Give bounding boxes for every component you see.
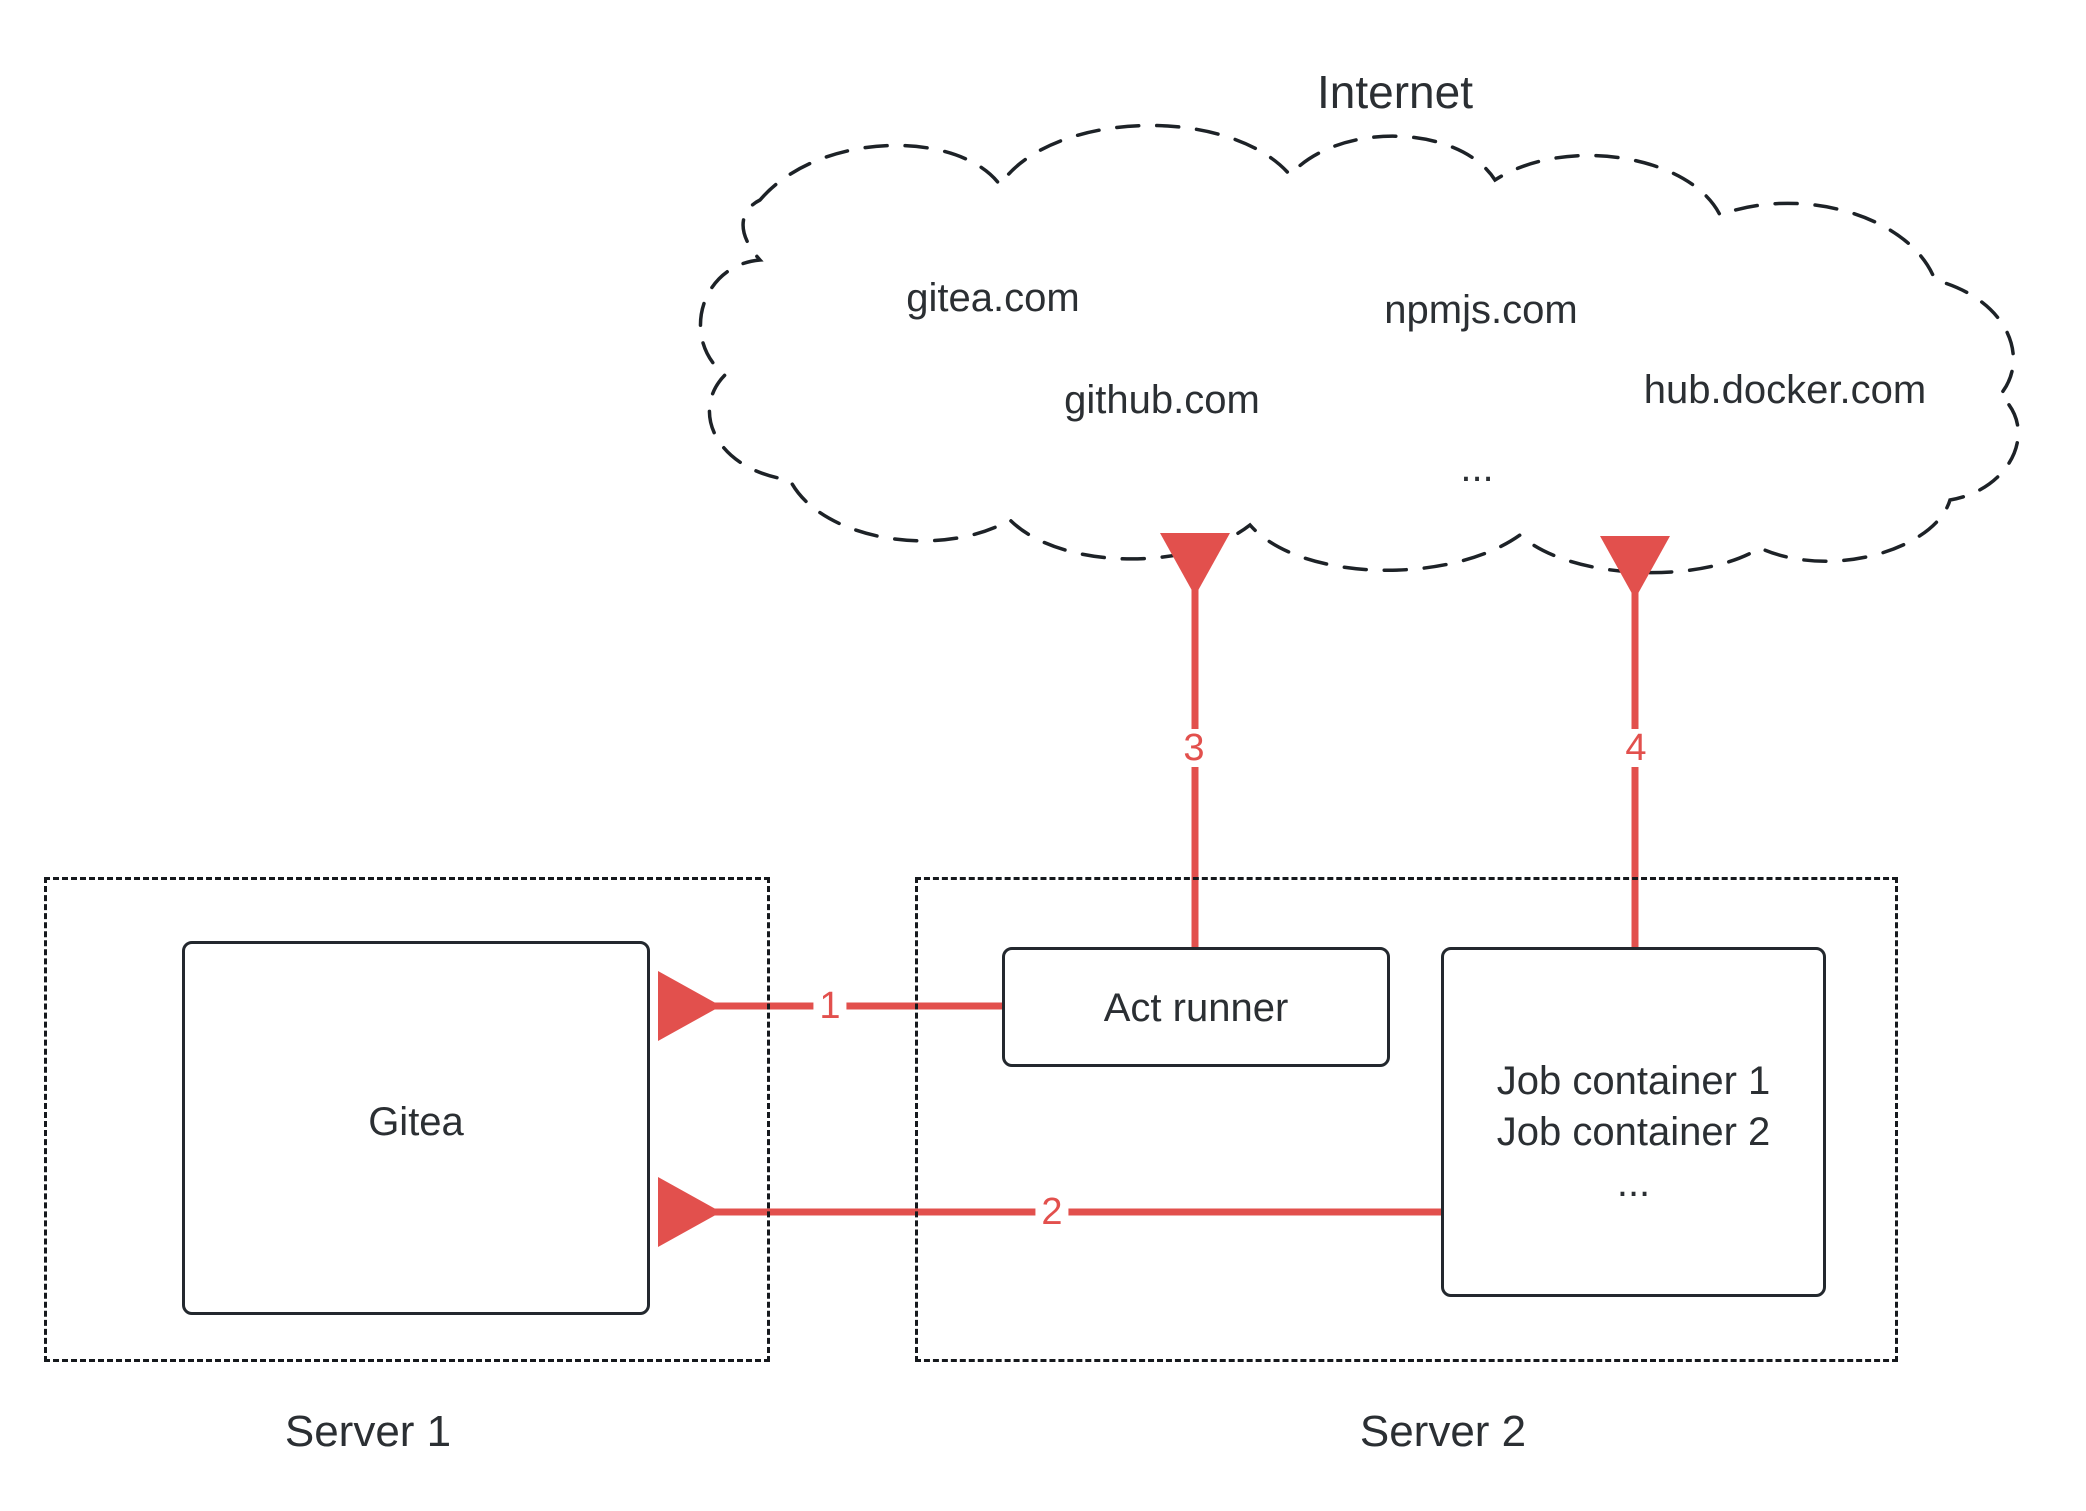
cloud-host-gitea: gitea.com	[906, 276, 1080, 320]
job-container-line-2: Job container 2	[1496, 1110, 1771, 1155]
node-act-runner[interactable]	[1002, 947, 1390, 1067]
connector-2-label: 2	[1035, 1193, 1069, 1231]
job-container-line-1: Job container 1	[1496, 1059, 1771, 1103]
cloud-host-hub-docker: hub.docker.com	[1643, 368, 1927, 412]
internet-cloud-shape	[698, 123, 2020, 575]
connector-4-label: 4	[1619, 729, 1653, 767]
connector-1-label: 1	[813, 987, 847, 1025]
cloud-host-npmjs: npmjs.com	[1384, 288, 1578, 332]
zone-server-1	[44, 877, 770, 1362]
node-gitea[interactable]	[182, 941, 650, 1315]
node-job-containers[interactable]	[1441, 947, 1826, 1297]
job-container-line-ellipsis: ...	[1616, 1161, 1651, 1206]
node-act-runner-label: Act runner	[1103, 986, 1289, 1030]
zone-server-2-caption: Server 2	[1359, 1407, 1527, 1456]
internet-title: Internet	[1317, 66, 1473, 118]
zone-server-2	[915, 877, 1898, 1362]
connector-3-label: 3	[1177, 729, 1211, 767]
node-job-containers-lines: Job container 1 Job container 2 ...	[1441, 1056, 1826, 1210]
cloud-host-github: github.com	[1064, 378, 1260, 422]
cloud-host-ellipsis: ...	[1460, 446, 1494, 490]
zone-server-1-caption: Server 1	[284, 1407, 452, 1456]
node-gitea-label: Gitea	[368, 1100, 464, 1144]
